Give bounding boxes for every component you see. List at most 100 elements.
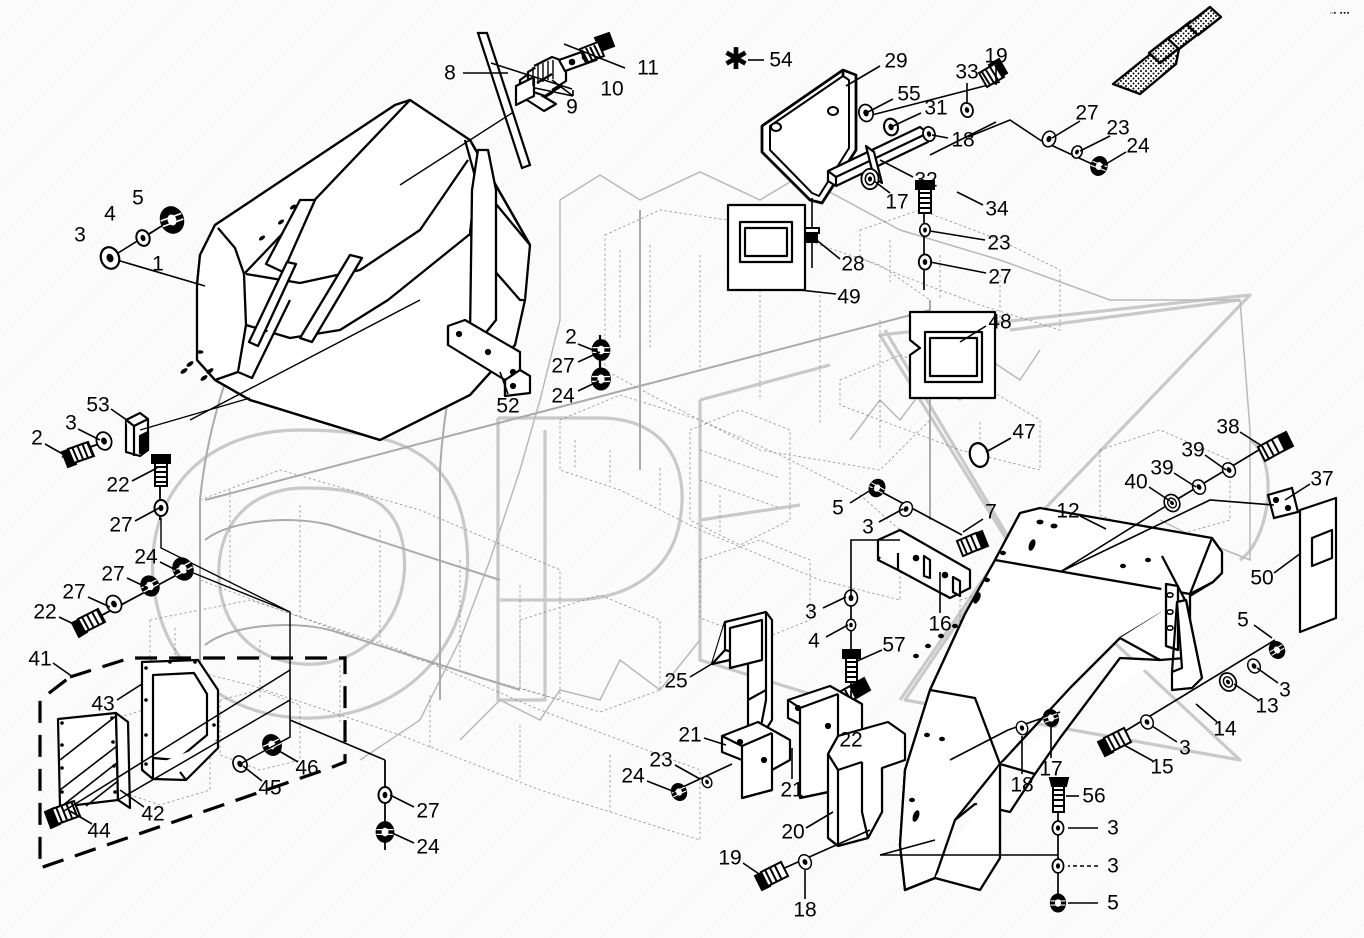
callout-53[interactable]: 53 xyxy=(86,393,110,417)
callout-52[interactable]: 52 xyxy=(496,394,520,418)
callout-11[interactable]: 11 xyxy=(637,56,659,80)
callout-9[interactable]: 9 xyxy=(566,95,578,119)
callout-24-d[interactable]: 24 xyxy=(416,835,440,859)
callout-5-a[interactable]: 5 xyxy=(132,186,144,210)
callout-39-a[interactable]: 39 xyxy=(1150,456,1174,480)
leader-lines-9-10-11 xyxy=(490,43,626,97)
callout-22-b[interactable]: 22 xyxy=(33,600,57,624)
callout-54[interactable]: 54 xyxy=(769,48,793,72)
group-41-dashed-box xyxy=(38,656,347,871)
callout-24-a[interactable]: 24 xyxy=(1126,134,1150,158)
callout-15[interactable]: 15 xyxy=(1150,755,1174,779)
callout-3-f[interactable]: 3 xyxy=(1279,678,1291,702)
callout-22-a[interactable]: 22 xyxy=(106,473,130,497)
callout-24-e[interactable]: 24 xyxy=(621,764,645,788)
callout-8[interactable]: 8 xyxy=(444,61,456,85)
callout-48[interactable]: 48 xyxy=(988,310,1012,334)
callout-25[interactable]: 25 xyxy=(664,669,688,693)
callout-2-b[interactable]: 2 xyxy=(565,325,577,349)
callout-27-a[interactable]: 27 xyxy=(1075,101,1099,125)
part-42-hatching xyxy=(59,715,119,807)
watermark-opex xyxy=(150,293,1270,762)
callout-21-a[interactable]: 21 xyxy=(678,723,702,747)
callout-17-a[interactable]: 17 xyxy=(885,190,909,214)
callout-38[interactable]: 38 xyxy=(1216,415,1240,439)
callout-23-a[interactable]: 23 xyxy=(1106,116,1130,140)
callout-39-b[interactable]: 39 xyxy=(1181,438,1205,462)
callout-27-d[interactable]: 27 xyxy=(109,513,133,537)
callout-29[interactable]: 29 xyxy=(884,49,908,73)
leader-lines-2-27-24-center xyxy=(577,343,601,392)
hardware-19-18-bottom xyxy=(753,829,871,892)
callout-1[interactable]: 1 xyxy=(152,252,164,276)
callout-18-b[interactable]: 18 xyxy=(793,898,817,922)
callout-3-e[interactable]: 3 xyxy=(862,515,874,539)
callout-27-b[interactable]: 27 xyxy=(988,265,1012,289)
callout-17-b[interactable]: 17 xyxy=(1039,757,1063,781)
part-50-shield xyxy=(1298,496,1338,634)
callout-34[interactable]: 34 xyxy=(985,197,1009,221)
callout-50[interactable]: 50 xyxy=(1250,566,1274,590)
callout-3-a[interactable]: 3 xyxy=(74,223,86,247)
callout-42[interactable]: 42 xyxy=(141,802,165,826)
callout-19[interactable]: 19 xyxy=(984,44,1008,68)
hardware-27-23-24-right xyxy=(929,119,1111,179)
callout-49[interactable]: 49 xyxy=(837,285,861,309)
callout-41[interactable]: 41 xyxy=(28,647,52,671)
callout-16[interactable]: 16 xyxy=(928,612,952,636)
callout-3-b[interactable]: 3 xyxy=(65,411,77,435)
callout-4-a[interactable]: 4 xyxy=(104,202,116,226)
callout-43[interactable]: 43 xyxy=(91,692,115,716)
callout-7[interactable]: 7 xyxy=(985,500,997,524)
callout-3-h[interactable]: 3 xyxy=(1107,816,1119,840)
callout-32[interactable]: 32 xyxy=(914,168,938,192)
callout-27-c[interactable]: 27 xyxy=(551,354,575,378)
assembly-line-53 xyxy=(139,299,421,431)
callout-27-e[interactable]: 27 xyxy=(101,562,125,586)
callout-24-c[interactable]: 24 xyxy=(134,545,158,569)
callout-28[interactable]: 28 xyxy=(841,252,865,276)
callout-57[interactable]: 57 xyxy=(882,633,906,657)
callout-46[interactable]: 46 xyxy=(295,756,319,780)
leader-lines-27-24-lowleft xyxy=(289,719,415,844)
callout-3-c[interactable]: 3 xyxy=(805,600,817,624)
callout-5-d[interactable]: 5 xyxy=(1107,891,1119,915)
hardware-56-3-3-5-bottom xyxy=(1048,777,1070,913)
callout-3-g[interactable]: 3 xyxy=(1179,736,1191,760)
callout-2-a[interactable]: 2 xyxy=(31,426,43,450)
callout-3-i[interactable]: 3 xyxy=(1107,854,1119,878)
callout-37[interactable]: 37 xyxy=(1310,467,1334,491)
callout-56[interactable]: 56 xyxy=(1082,784,1106,808)
callout-40[interactable]: 40 xyxy=(1124,470,1148,494)
callout-27-g[interactable]: 27 xyxy=(416,799,440,823)
callout-27-f[interactable]: 27 xyxy=(62,580,86,604)
callout-55[interactable]: 55 xyxy=(897,82,921,106)
callout-45[interactable]: 45 xyxy=(258,776,282,800)
callout-19-b[interactable]: 19 xyxy=(718,846,742,870)
leader-lines-lowleft-stack xyxy=(58,561,181,628)
callout-21-b[interactable]: 21 xyxy=(780,778,804,802)
hardware-2-3-left xyxy=(60,429,115,469)
callout-33[interactable]: 33 xyxy=(955,60,979,84)
callout-24-b[interactable]: 24 xyxy=(551,384,575,408)
assembly-line-22-27 xyxy=(160,518,291,613)
callout-5-c[interactable]: 5 xyxy=(1237,608,1249,632)
leader-line-52 xyxy=(499,371,509,395)
callout-31[interactable]: 31 xyxy=(924,96,948,120)
callout-12[interactable]: 12 xyxy=(1056,499,1080,523)
callout-10[interactable]: 10 xyxy=(600,77,624,101)
callout-14[interactable]: 14 xyxy=(1213,717,1237,741)
callout-4-b[interactable]: 4 xyxy=(808,629,820,653)
callout-23-b[interactable]: 23 xyxy=(987,231,1011,255)
callout-22-c[interactable]: 22 xyxy=(839,728,863,752)
part-9-clamps xyxy=(514,55,568,113)
callout-23-c[interactable]: 23 xyxy=(649,748,673,772)
callout-20[interactable]: 20 xyxy=(781,820,805,844)
callout-13[interactable]: 13 xyxy=(1255,694,1279,718)
callout-47[interactable]: 47 xyxy=(1012,420,1036,444)
callout-5-b[interactable]: 5 xyxy=(832,496,844,520)
callout-44[interactable]: 44 xyxy=(87,819,111,843)
callout-18[interactable]: 18 xyxy=(951,128,975,152)
callout-18-c[interactable]: 18 xyxy=(1010,773,1034,797)
